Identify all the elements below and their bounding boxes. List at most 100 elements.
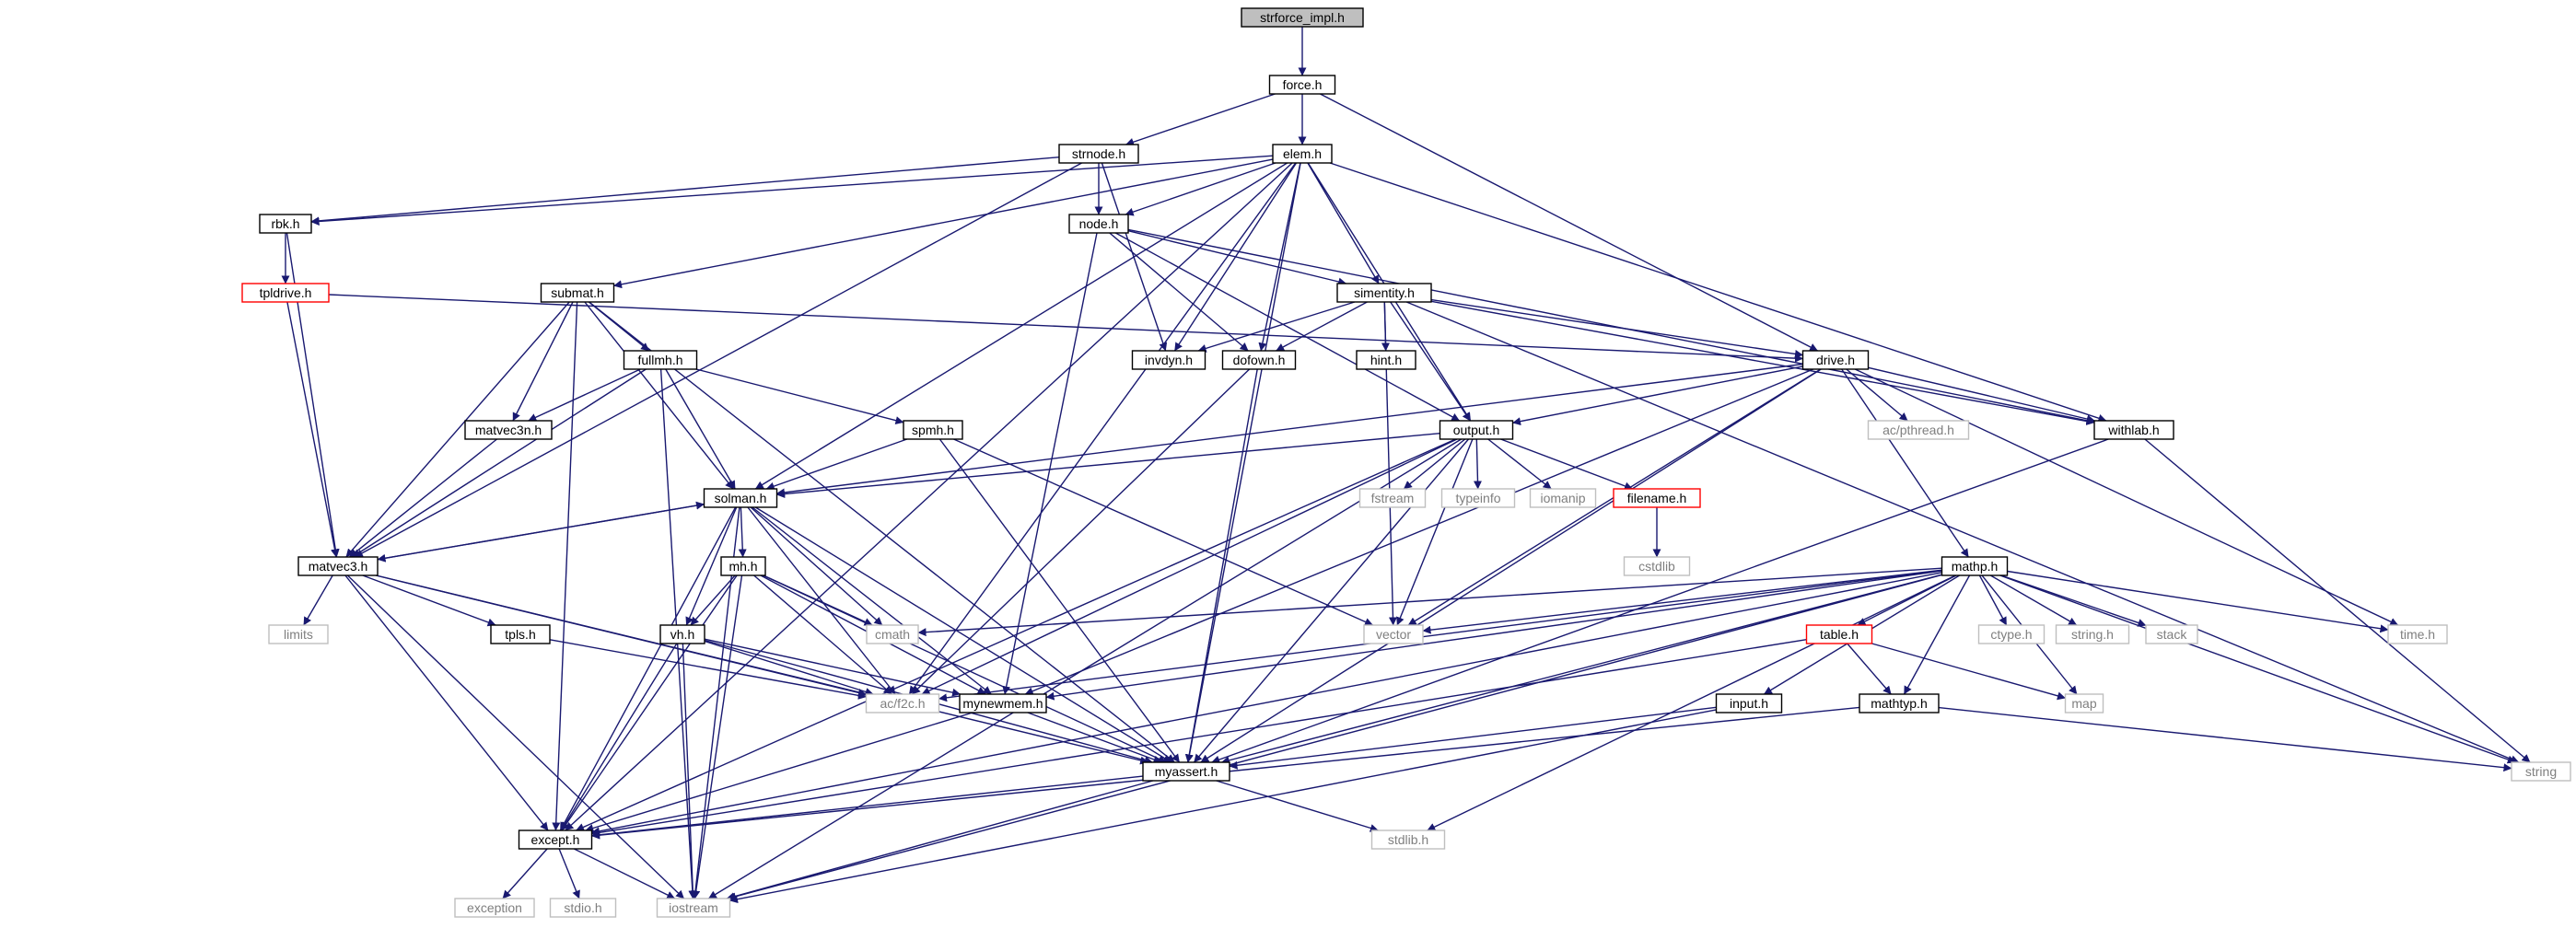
node-box-matvec3n_h bbox=[464, 420, 553, 440]
node-tpldrive_h[interactable]: tpldrive.h bbox=[241, 283, 330, 303]
node-strforce_impl_h[interactable]: strforce_impl.h bbox=[1241, 7, 1364, 28]
edge-mathp_h-to-string_h bbox=[1989, 574, 2078, 626]
edge-matvec3_h-to-solman_h bbox=[377, 501, 705, 561]
node-label-mathp_h: mathp.h bbox=[1952, 559, 1999, 574]
node-hint_h[interactable]: hint.h bbox=[1356, 350, 1416, 370]
node-mh_h[interactable]: mh.h bbox=[720, 556, 766, 576]
node-mynewmem_h[interactable]: mynewmem.h bbox=[959, 693, 1047, 713]
edge-input_h-to-myassert_h bbox=[1229, 706, 1717, 770]
node-matvec3_h[interactable]: matvec3.h bbox=[297, 556, 379, 576]
node-myassert_h[interactable]: myassert.h bbox=[1142, 761, 1230, 782]
edge-mathp_h-to-cmath bbox=[917, 567, 1942, 637]
edge-mh_h-to-except_h bbox=[561, 574, 738, 831]
edge-table_h-to-except_h bbox=[591, 639, 1807, 837]
edge-dofown_h-to-myassert_h bbox=[1184, 368, 1258, 763]
node-label-stdio_h: stdio.h bbox=[564, 900, 601, 915]
node-box-strforce_impl_h bbox=[1241, 7, 1364, 28]
node-label-iomanip: iomanip bbox=[1540, 491, 1585, 505]
edge-elem_h-to-simentity_h bbox=[1307, 162, 1380, 284]
node-ac_f2c_h: ac/f2c.h bbox=[865, 693, 940, 713]
node-drive_h[interactable]: drive.h bbox=[1801, 350, 1870, 370]
node-box-stdlib_h bbox=[1370, 829, 1446, 850]
edge-node_h-to-output_h bbox=[1114, 232, 1461, 422]
edge-mathp_h-to-mynewmem_h bbox=[1045, 570, 1942, 701]
node-force_h[interactable]: force.h bbox=[1268, 75, 1336, 95]
node-box-string_h bbox=[2055, 624, 2130, 644]
edge-mathp_h-to-ctype_h bbox=[1978, 574, 2008, 626]
edge-strnode_h-to-rbk_h bbox=[310, 157, 1060, 226]
node-mathtyp_h[interactable]: mathtyp.h bbox=[1859, 693, 1940, 713]
node-label-stdlib_h: stdlib.h bbox=[1388, 832, 1428, 847]
node-invdyn_h[interactable]: invdyn.h bbox=[1131, 350, 1206, 370]
edge-simentity_h-to-output_h bbox=[1390, 301, 1471, 422]
edge-mathp_h-to-myassert_h bbox=[1220, 574, 1942, 765]
edge-submat_h-to-matvec3n_h bbox=[512, 301, 574, 422]
edge-matvec3_h-to-except_h bbox=[344, 574, 549, 831]
edge-vh_h-to-ac_f2c_h bbox=[704, 640, 874, 696]
node-label-ac_pthread_h: ac/pthread.h bbox=[1882, 423, 1954, 437]
edge-matvec3_h-to-ac_f2c_h bbox=[375, 574, 867, 697]
edge-simentity_h-to-string bbox=[1405, 301, 2520, 763]
node-simentity_h[interactable]: simentity.h bbox=[1336, 283, 1432, 303]
node-withlab_h[interactable]: withlab.h bbox=[2093, 420, 2174, 440]
node-rbk_h[interactable]: rbk.h bbox=[259, 214, 312, 234]
node-output_h[interactable]: output.h bbox=[1439, 420, 1514, 440]
node-box-ac_pthread_h bbox=[1867, 420, 1970, 440]
node-label-invdyn_h: invdyn.h bbox=[1145, 353, 1193, 367]
node-tpls_h[interactable]: tpls.h bbox=[490, 624, 551, 644]
edge-simentity_h-to-dofown_h bbox=[1276, 301, 1368, 352]
edge-drive_h-to-time_h bbox=[1854, 368, 2399, 626]
node-label-tpls_h: tpls.h bbox=[505, 627, 535, 642]
node-label-drive_h: drive.h bbox=[1816, 353, 1855, 367]
node-node_h[interactable]: node.h bbox=[1068, 214, 1129, 234]
edge-mathp_h-to-stdlib_h bbox=[1427, 574, 1956, 831]
node-table_h[interactable]: table.h bbox=[1805, 624, 1873, 644]
node-box-matvec3_h bbox=[297, 556, 379, 576]
node-except_h[interactable]: except.h bbox=[518, 829, 593, 850]
edge-drive_h-to-myassert_h bbox=[1200, 368, 1822, 763]
node-iostream: iostream bbox=[656, 898, 731, 918]
edge-mh_h-to-vh_h bbox=[690, 574, 736, 626]
node-cmath: cmath bbox=[866, 624, 919, 644]
edge-drive_h-to-withlab_h bbox=[1868, 366, 2095, 423]
node-box-strnode_h bbox=[1058, 144, 1139, 164]
edge-matvec3_h-to-tpls_h bbox=[362, 574, 496, 627]
edge-output_h-to-iomanip bbox=[1487, 438, 1552, 490]
edge-mathp_h-to-time_h bbox=[2007, 570, 2389, 633]
node-box-stdio_h bbox=[549, 898, 617, 918]
node-box-tpls_h bbox=[490, 624, 551, 644]
node-mathp_h[interactable]: mathp.h bbox=[1941, 556, 2009, 576]
node-submat_h[interactable]: submat.h bbox=[540, 283, 615, 303]
node-string: string bbox=[2511, 761, 2571, 782]
node-strnode_h[interactable]: strnode.h bbox=[1058, 144, 1139, 164]
node-solman_h[interactable]: solman.h bbox=[703, 488, 778, 508]
edge-output_h-to-solman_h bbox=[776, 433, 1440, 498]
edge-solman_h-to-myassert_h bbox=[754, 506, 1172, 763]
node-box-mathp_h bbox=[1941, 556, 2009, 576]
node-label-elem_h: elem.h bbox=[1283, 146, 1322, 161]
node-box-invdyn_h bbox=[1131, 350, 1206, 370]
node-input_h[interactable]: input.h bbox=[1715, 693, 1783, 713]
node-matvec3n_h[interactable]: matvec3n.h bbox=[464, 420, 553, 440]
node-box-fstream bbox=[1358, 488, 1427, 508]
node-label-tpldrive_h: tpldrive.h bbox=[260, 285, 312, 300]
node-typeinfo: typeinfo bbox=[1440, 488, 1516, 508]
node-dofown_h[interactable]: dofown.h bbox=[1221, 350, 1297, 370]
node-fullmh_h[interactable]: fullmh.h bbox=[623, 350, 698, 370]
edge-output_h-to-fstream bbox=[1403, 438, 1466, 490]
edge-submat_h-to-except_h bbox=[552, 301, 578, 831]
edge-myassert_h-to-iostream bbox=[726, 780, 1154, 901]
edge-elem_h-to-dofown_h bbox=[1258, 162, 1301, 352]
node-filename_h[interactable]: filename.h bbox=[1613, 488, 1701, 508]
edge-except_h-to-iostream bbox=[573, 848, 676, 899]
node-box-submat_h bbox=[540, 283, 615, 303]
node-vh_h[interactable]: vh.h bbox=[659, 624, 705, 644]
node-box-hint_h bbox=[1356, 350, 1416, 370]
edge-matvec3_h-to-iostream bbox=[346, 574, 685, 899]
edge-fullmh_h-to-matvec3n_h bbox=[528, 368, 641, 422]
edge-mynewmem_h-to-myassert_h bbox=[1027, 712, 1162, 764]
edge-myassert_h-to-stdlib_h bbox=[1216, 780, 1379, 832]
node-elem_h[interactable]: elem.h bbox=[1272, 144, 1333, 164]
node-spmh_h[interactable]: spmh.h bbox=[903, 420, 963, 440]
edge-tpldrive_h-to-matvec3_h bbox=[286, 301, 339, 558]
